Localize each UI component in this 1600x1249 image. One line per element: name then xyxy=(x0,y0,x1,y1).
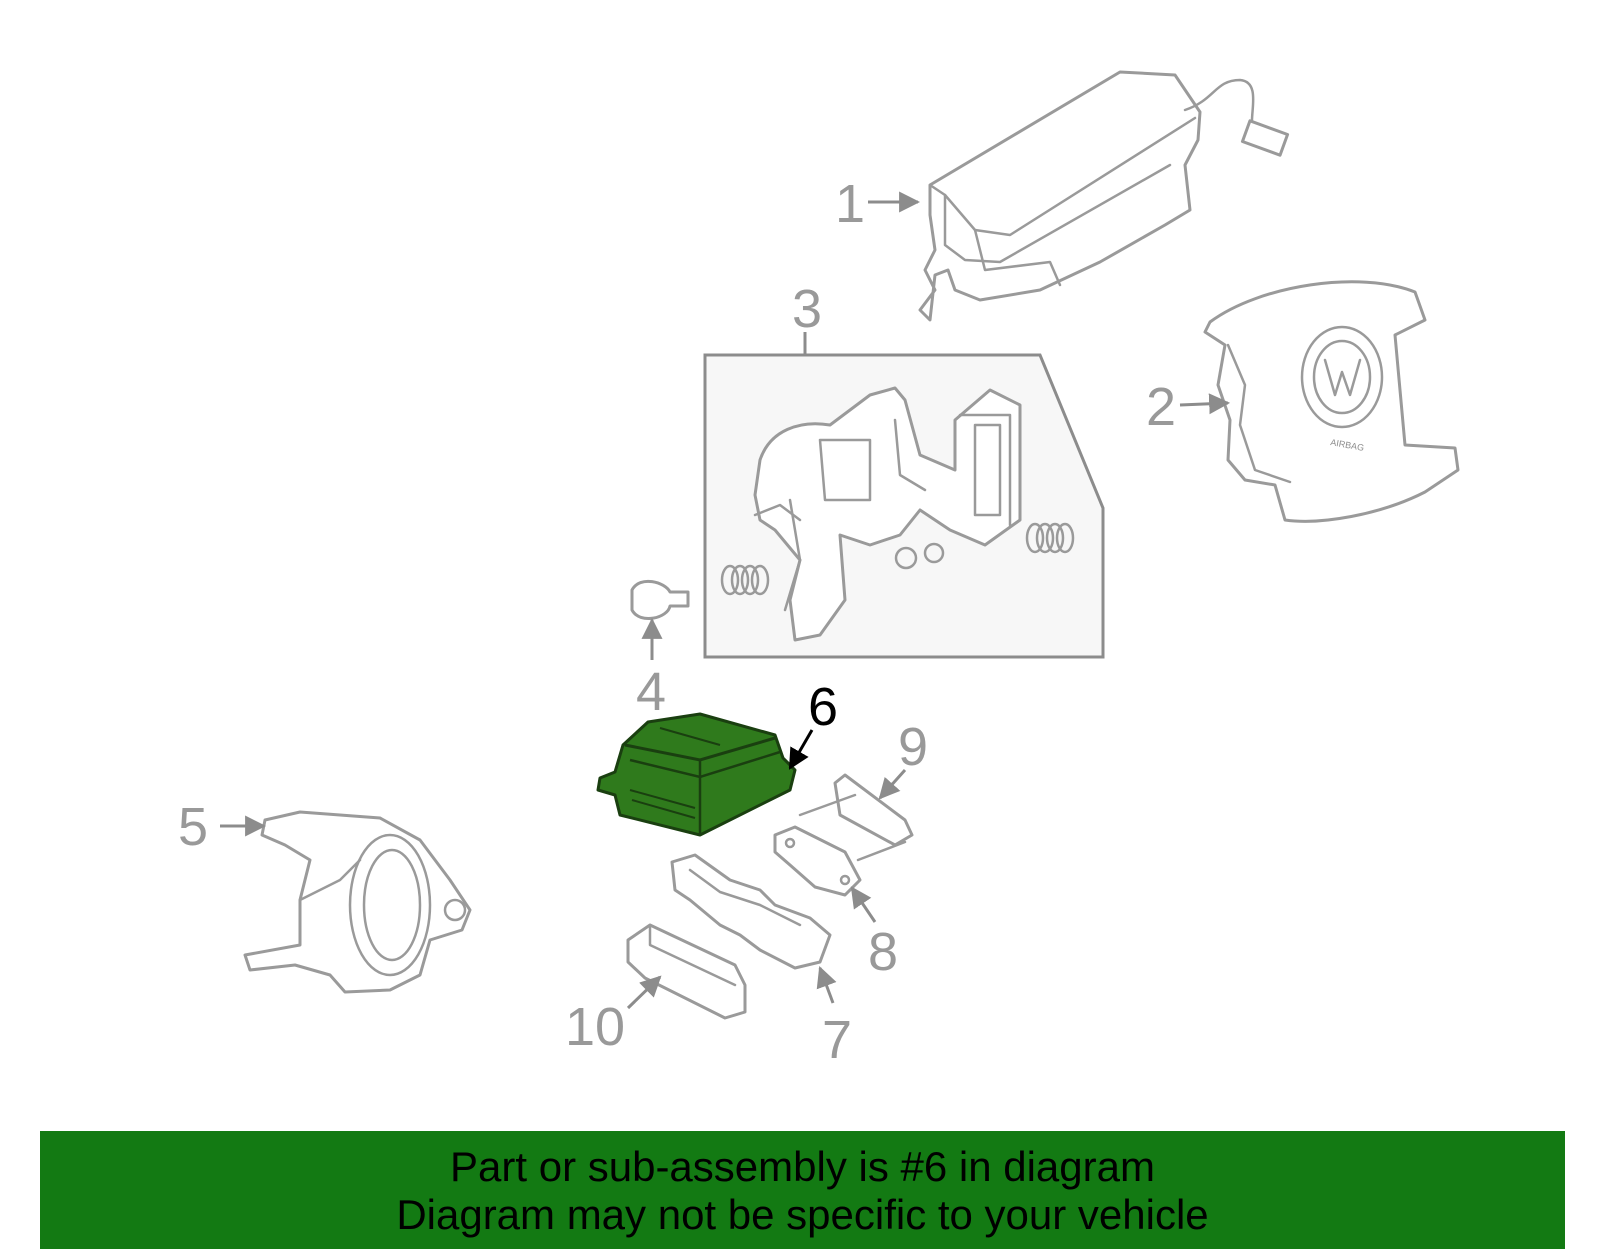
callout-1[interactable]: 1 xyxy=(835,174,865,234)
arrow-8 xyxy=(850,886,877,923)
callout-10[interactable]: 10 xyxy=(565,997,625,1057)
arrow-2 xyxy=(1179,393,1231,415)
part-6-airbag-control-module[interactable] xyxy=(596,712,797,837)
banner-line-part: Part or sub-assembly is #6 in diagram xyxy=(450,1143,1155,1190)
part-10-cover[interactable] xyxy=(626,923,747,1020)
callout-5[interactable]: 5 xyxy=(178,797,208,857)
part-4-connector[interactable] xyxy=(630,579,690,620)
arrow-10 xyxy=(626,975,662,1010)
spring-right xyxy=(1025,522,1075,554)
spring-left xyxy=(720,564,770,596)
callout-6[interactable]: 6 xyxy=(808,677,838,737)
part-9-stud-bracket[interactable] xyxy=(798,773,914,862)
callout-7[interactable]: 7 xyxy=(822,1010,852,1070)
part-1-passenger-airbag[interactable] xyxy=(918,70,1290,322)
arrow-6 xyxy=(788,729,814,770)
part-7-bracket[interactable] xyxy=(670,853,832,970)
info-banner: Part or sub-assembly is #6 in diagram Di… xyxy=(40,1131,1565,1249)
callout-4[interactable]: 4 xyxy=(636,662,666,722)
part-5-clock-spring[interactable] xyxy=(243,810,472,994)
callout-2[interactable]: 2 xyxy=(1146,377,1176,437)
callout-3[interactable]: 3 xyxy=(792,279,822,339)
arrow-7 xyxy=(816,966,837,1004)
callout-8[interactable]: 8 xyxy=(868,922,898,982)
part-2-driver-airbag[interactable]: AIRBAG xyxy=(1203,280,1460,523)
part-8-mounting-plate[interactable] xyxy=(773,825,862,897)
banner-line-disclaimer: Diagram may not be specific to your vehi… xyxy=(396,1191,1209,1238)
arrow-9 xyxy=(878,769,907,800)
part-3-clockspring-assembly[interactable] xyxy=(703,353,1105,659)
callout-9[interactable]: 9 xyxy=(898,717,928,777)
